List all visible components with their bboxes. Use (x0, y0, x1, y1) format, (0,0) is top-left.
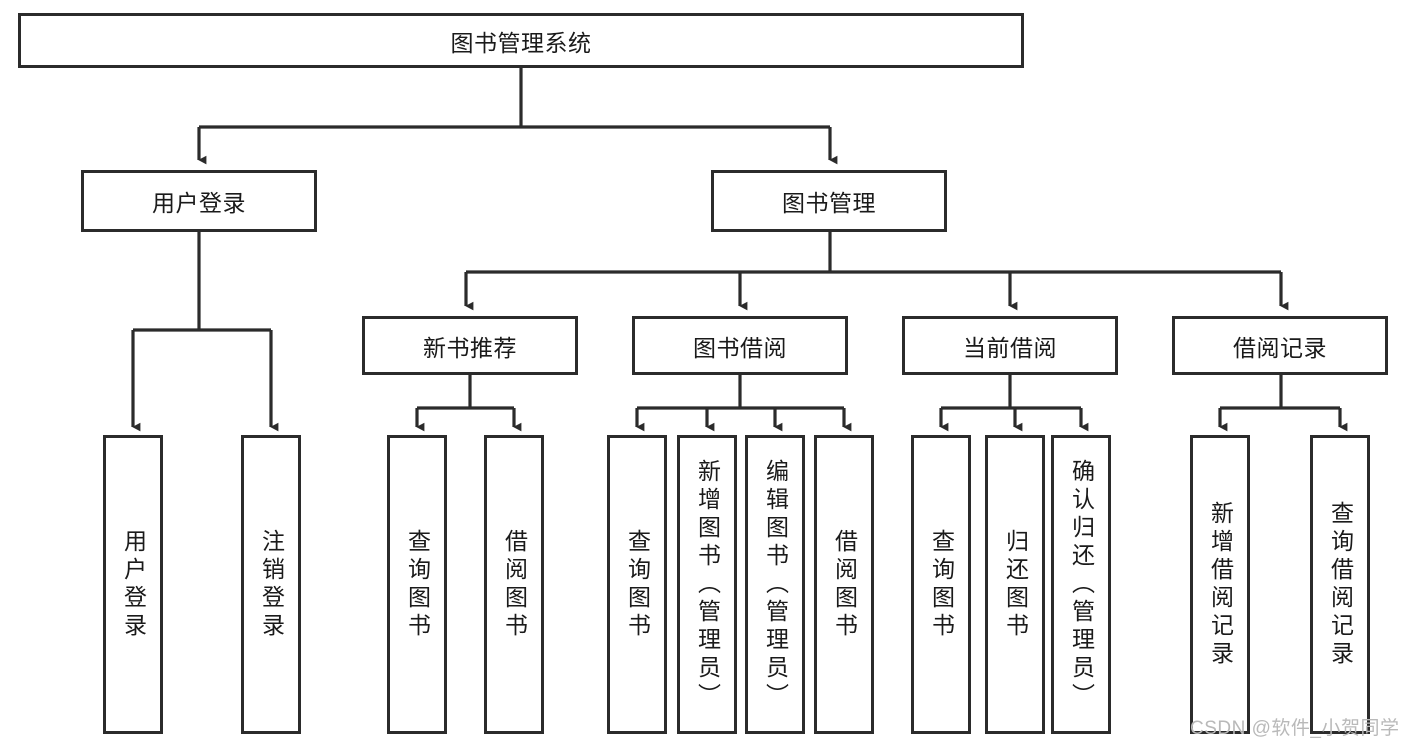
node-leaf-query-book-current-label: 查询图书 (928, 528, 955, 641)
node-leaf-logout[interactable]: 注销登录 (241, 435, 301, 734)
node-borrow-records[interactable]: 借阅记录 (1172, 316, 1388, 375)
edge-root-to-level2 (197, 68, 838, 165)
node-leaf-query-borrow-record-label: 查询借阅记录 (1327, 500, 1354, 669)
edge-records-to-leaves (1218, 375, 1348, 432)
node-leaf-user-login[interactable]: 用户登录 (103, 435, 163, 734)
node-user-login-label: 用户登录 (152, 190, 246, 216)
edge-current-to-leaves (939, 375, 1089, 432)
node-book-management-label: 图书管理 (782, 190, 876, 216)
node-user-login[interactable]: 用户登录 (81, 170, 317, 232)
edge-userlogin-to-leaves (131, 232, 279, 432)
node-current-borrow[interactable]: 当前借阅 (902, 316, 1118, 375)
csdn-watermark: CSDN @软件_小贺同学 (1190, 718, 1400, 739)
node-leaf-query-book-borrow[interactable]: 查询图书 (607, 435, 667, 734)
node-leaf-add-borrow-record[interactable]: 新增借阅记录 (1190, 435, 1250, 734)
node-leaf-confirm-return-admin[interactable]: 确认归还（管理员） (1051, 435, 1111, 734)
node-root-label: 图书管理系统 (450, 29, 592, 56)
node-leaf-query-book-current[interactable]: 查询图书 (911, 435, 971, 734)
edge-borrow-to-leaves (635, 375, 852, 432)
node-leaf-logout-label: 注销登录 (258, 528, 285, 641)
node-leaf-query-borrow-record[interactable]: 查询借阅记录 (1310, 435, 1370, 734)
node-book-management[interactable]: 图书管理 (711, 170, 947, 232)
node-book-borrow-label: 图书借阅 (693, 334, 787, 361)
node-new-book-recommend-label: 新书推荐 (423, 334, 517, 361)
node-leaf-borrow-book[interactable]: 借阅图书 (814, 435, 874, 734)
node-leaf-borrow-book-recommend[interactable]: 借阅图书 (484, 435, 544, 734)
node-leaf-add-book-admin[interactable]: 新增图书（管理员） (677, 435, 737, 734)
node-leaf-edit-book-admin-label: 编辑图书（管理员） (762, 458, 789, 711)
node-leaf-add-book-admin-label: 新增图书（管理员） (694, 458, 721, 711)
node-root[interactable]: 图书管理系统 (18, 13, 1024, 68)
node-leaf-return-book[interactable]: 归还图书 (985, 435, 1045, 734)
edge-bookmgmt-to-level3 (464, 232, 1289, 311)
node-leaf-add-borrow-record-label: 新增借阅记录 (1207, 500, 1234, 669)
node-leaf-borrow-book-recommend-label: 借阅图书 (501, 528, 528, 641)
node-new-book-recommend[interactable]: 新书推荐 (362, 316, 578, 375)
node-current-borrow-label: 当前借阅 (963, 334, 1057, 361)
node-leaf-query-book-recommend-label: 查询图书 (404, 528, 431, 641)
node-leaf-confirm-return-admin-label: 确认归还（管理员） (1068, 458, 1095, 711)
node-borrow-records-label: 借阅记录 (1233, 334, 1327, 361)
node-leaf-query-book-recommend[interactable]: 查询图书 (387, 435, 447, 734)
node-leaf-edit-book-admin[interactable]: 编辑图书（管理员） (745, 435, 805, 734)
node-leaf-return-book-label: 归还图书 (1002, 528, 1029, 641)
node-book-borrow[interactable]: 图书借阅 (632, 316, 848, 375)
edge-recommend-to-leaves (415, 375, 522, 432)
node-leaf-user-login-label: 用户登录 (120, 528, 147, 641)
node-leaf-query-book-borrow-label: 查询图书 (624, 528, 651, 641)
node-leaf-borrow-book-label: 借阅图书 (831, 528, 858, 641)
